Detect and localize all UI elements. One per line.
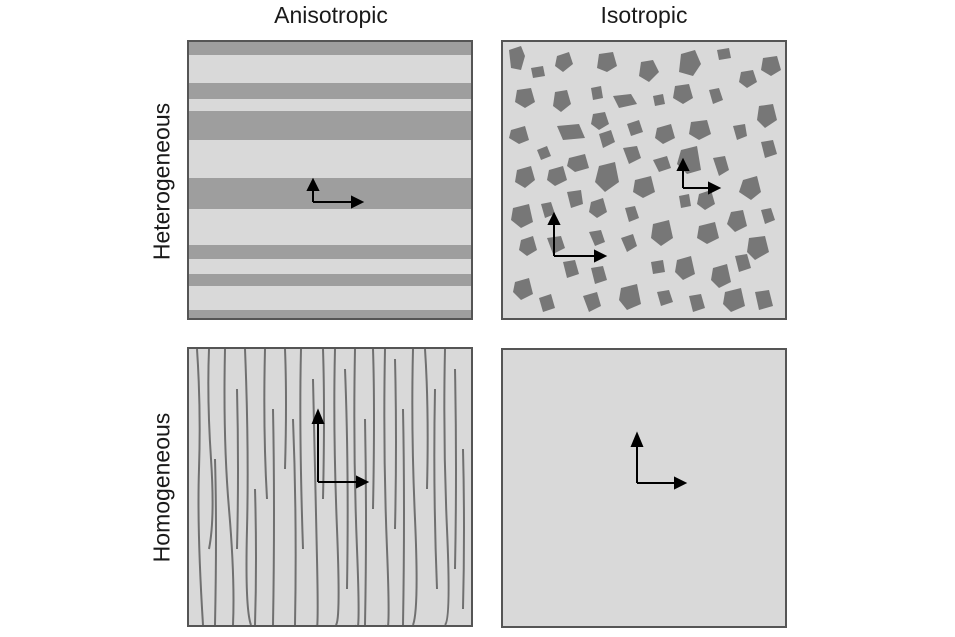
fibers-diagram <box>196 349 465 625</box>
stripe <box>189 245 471 259</box>
column-label-isotropic: Isotropic <box>600 2 688 28</box>
stripe <box>189 178 471 209</box>
fibers <box>196 349 465 625</box>
panel-homogeneous-anisotropic <box>187 347 473 627</box>
axes-arrows-icon <box>311 408 370 489</box>
row-label-homogeneous: Homogeneous <box>148 412 175 563</box>
row-label-heterogeneous: Heterogeneous <box>148 102 175 261</box>
panel-heterogeneous-isotropic <box>501 40 787 320</box>
stripe <box>189 310 471 318</box>
stripe <box>189 111 471 140</box>
stripe <box>189 274 471 286</box>
stripe <box>189 83 471 99</box>
stripes-diagram <box>189 42 471 318</box>
column-label-anisotropic: Anisotropic <box>274 2 388 28</box>
panel-homogeneous-isotropic <box>501 348 787 628</box>
panel-heterogeneous-anisotropic <box>187 40 473 320</box>
axes-arrows-icon <box>306 177 365 209</box>
stripe <box>189 42 471 55</box>
grains <box>509 46 781 312</box>
plain-diagram <box>630 431 688 490</box>
axes-arrows-icon <box>676 157 722 195</box>
axes-arrows-icon <box>547 211 608 263</box>
grains-diagram <box>509 46 781 312</box>
axes-arrows-icon <box>630 431 688 490</box>
